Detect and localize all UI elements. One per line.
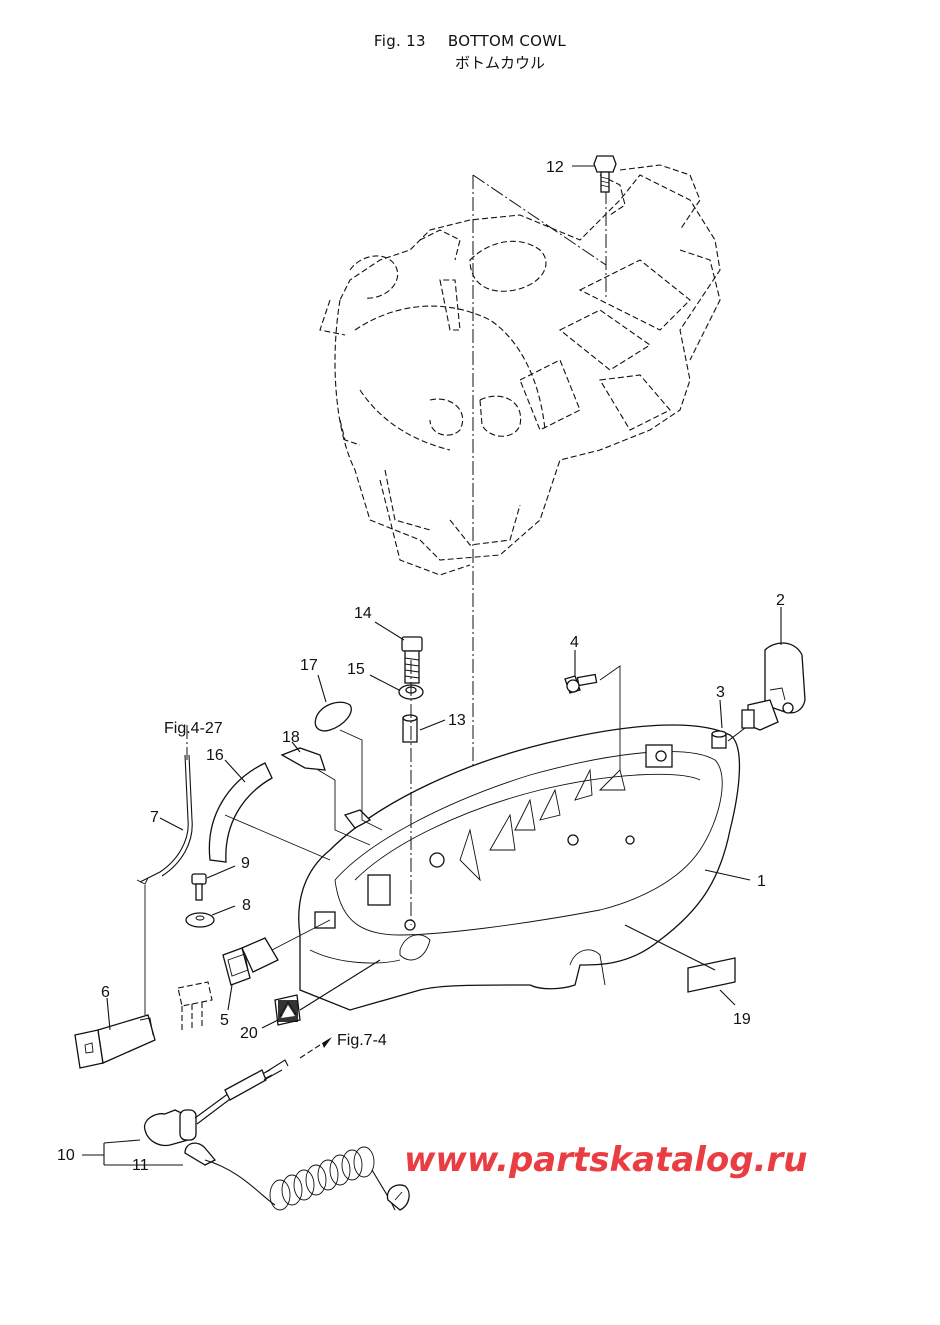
powerhead-engine-outline — [319, 164, 721, 576]
leader-19 — [719, 989, 736, 1006]
arrow-dash-fig7-4 — [299, 1044, 321, 1059]
callout-7: 7 — [150, 809, 159, 826]
callout-9: 9 — [241, 855, 250, 872]
callout-17: 17 — [300, 657, 318, 674]
figure-title-block: Fig. 13 BOTTOM COWL ボトムカウル — [0, 32, 940, 73]
leader-10-a — [103, 1139, 141, 1144]
callout-5: 5 — [220, 1012, 229, 1029]
leader-15 — [369, 674, 400, 691]
reference-fig-7-4: Fig.7-4 — [337, 1032, 387, 1049]
leader-5 — [227, 984, 233, 1011]
reference-fig-4-27: Fig.4-27 — [164, 720, 223, 737]
leader-18-b — [317, 769, 371, 846]
callout-3: 3 — [716, 684, 725, 701]
part-18-pad — [280, 747, 326, 771]
callout-15: 15 — [347, 661, 365, 678]
part-12-bolt — [593, 155, 617, 193]
callout-10: 10 — [57, 1147, 75, 1164]
part-19-label-sticker — [687, 957, 736, 993]
leader-17 — [317, 674, 327, 703]
part-10-lanyard-switch — [143, 1059, 289, 1147]
figure-name: BOTTOM COWL — [447, 32, 567, 50]
part-14-bolt — [401, 636, 423, 684]
leader-3 — [719, 699, 723, 729]
leader-5-b — [271, 919, 331, 951]
figure-number: Fig. 13 — [373, 32, 426, 50]
part-3-collar — [711, 730, 727, 749]
callout-11: 11 — [132, 1157, 149, 1174]
callout-20: 20 — [240, 1025, 258, 1042]
leader-13 — [419, 719, 446, 731]
callout-12: 12 — [546, 159, 564, 176]
callout-8: 8 — [242, 897, 251, 914]
leader-16-b — [224, 814, 331, 861]
part-9-screw — [191, 873, 207, 901]
part-2-latch-lever — [741, 642, 806, 731]
part-5-grommet — [222, 937, 279, 986]
part-17-seal — [314, 701, 352, 732]
part-8-washer — [185, 912, 215, 928]
leader-17-b — [339, 729, 383, 831]
leader-3-b — [727, 727, 746, 742]
leader-20-b — [299, 959, 381, 1011]
callout-18: 18 — [282, 729, 300, 746]
leader-20 — [261, 1019, 279, 1029]
part-7-ground-wire — [136, 725, 193, 885]
callout-13: 13 — [448, 712, 466, 729]
leader-6 — [106, 997, 111, 1031]
leader-18 — [291, 741, 301, 753]
leader-7 — [159, 817, 184, 831]
callout-6: 6 — [101, 984, 110, 1001]
leader-14 — [374, 621, 405, 641]
leader-19-a — [624, 924, 716, 971]
part-11-lanyard-cord — [184, 1142, 410, 1211]
callout-19: 19 — [733, 1011, 751, 1028]
callout-2: 2 — [776, 592, 785, 609]
part-1-bottom-cowl — [298, 724, 741, 1011]
callout-16: 16 — [206, 747, 224, 764]
arrow-head-fig7-4 — [322, 1037, 332, 1048]
watermark-text: www.partskatalog.ru — [404, 1140, 808, 1180]
part-4-bolt — [564, 673, 598, 694]
figure-subtitle-japanese: ボトムカウル — [454, 54, 545, 72]
switch-mount-dashed — [177, 981, 213, 1030]
leader-8 — [211, 905, 236, 916]
leader-16 — [224, 759, 246, 783]
part-13-collar — [402, 714, 418, 743]
figure-title: Fig. 13 BOTTOM COWL — [0, 32, 940, 50]
callout-1: 1 — [757, 873, 766, 890]
leader-4-axis — [599, 665, 621, 770]
leader-1 — [704, 869, 751, 881]
bolt-12-axis-line — [472, 174, 607, 266]
part-20-caution-label — [274, 994, 301, 1026]
part-6-stop-switch — [74, 1014, 156, 1069]
callout-4: 4 — [570, 634, 579, 651]
leader-9 — [206, 865, 236, 879]
part-16-seal-strip — [208, 762, 273, 863]
callout-14: 14 — [354, 605, 372, 622]
